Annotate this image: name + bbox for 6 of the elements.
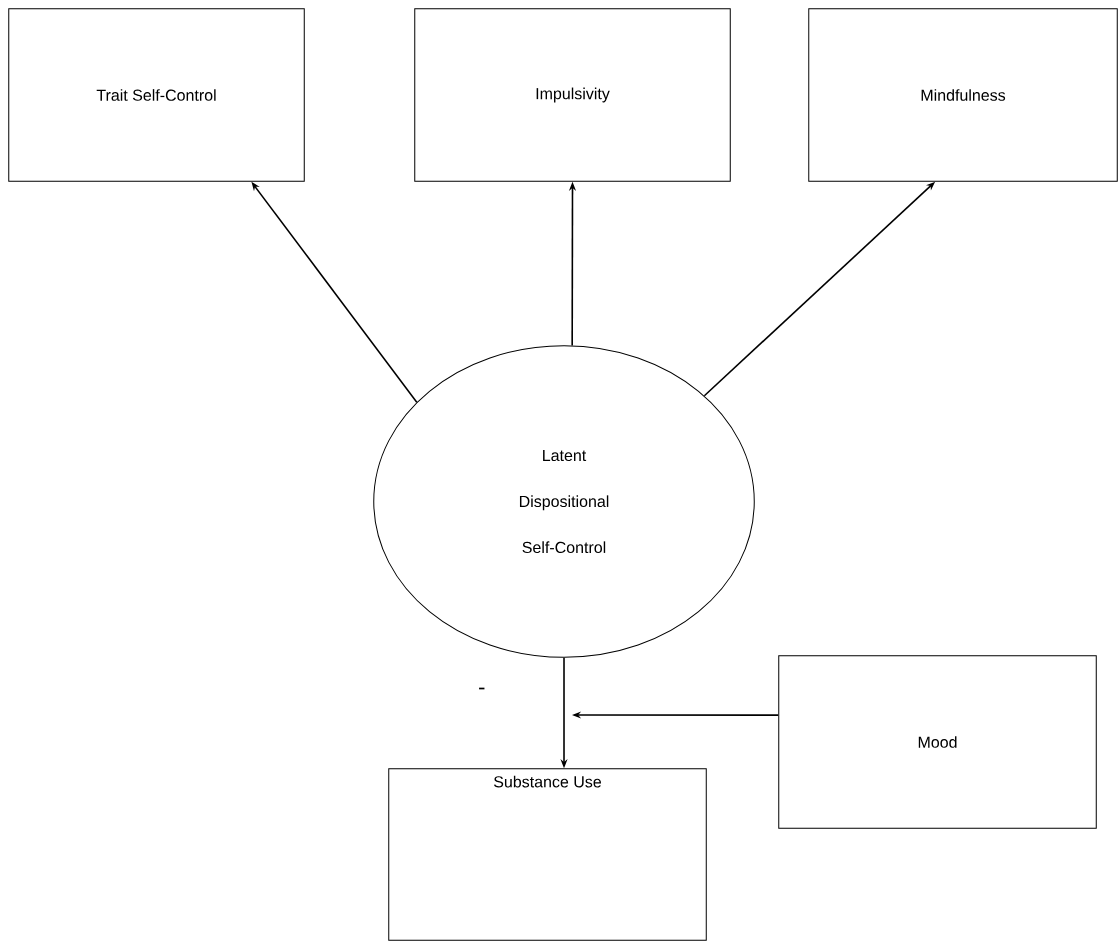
- variable-box: Substance Use: [388, 768, 707, 941]
- variable-box: Mood: [778, 655, 1097, 829]
- edge-label: -: [476, 685, 488, 697]
- variable-box: Trait Self-Control: [8, 8, 305, 182]
- variable-box: Impulsivity: [414, 8, 731, 182]
- variable-box: Mindfulness: [808, 8, 1118, 182]
